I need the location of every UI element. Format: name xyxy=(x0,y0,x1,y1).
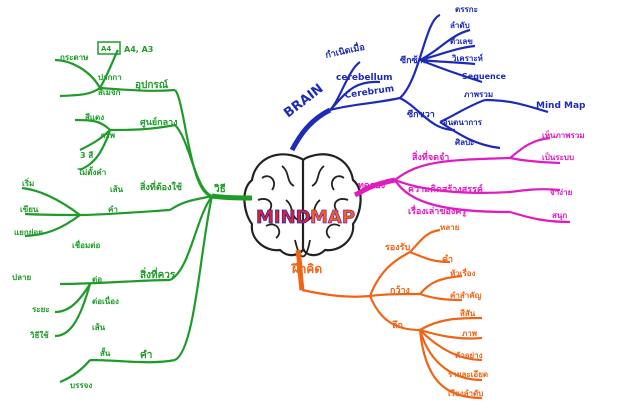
green-sub2-item-1: สีแดง xyxy=(85,112,104,122)
mind-map-title: MIND MAP xyxy=(256,207,356,229)
green-sub4-item-2: ต่อเนื่อง xyxy=(92,295,119,306)
pink-main: ทดลอง xyxy=(358,181,385,191)
green-branch xyxy=(21,49,253,384)
green-line-1 xyxy=(174,89,213,198)
title-left: MIND xyxy=(256,207,311,228)
green-sub1-item-3: สีเมจิก xyxy=(98,87,121,97)
orange-main: ฝึกคิด xyxy=(291,262,323,276)
pink-labels: ทดลอง สิ่งที่จดจำ ความคิดสร้างสรรค์ เรื่… xyxy=(358,129,585,221)
blue-left-item-2: ลำดับ xyxy=(450,21,470,30)
orange-spine xyxy=(301,288,371,298)
pink-right-2: เป็นระบบ xyxy=(542,151,574,162)
paper-size-text: A4, A3 xyxy=(124,45,153,54)
pink-right-3: จำง่าย xyxy=(550,188,573,197)
blue-overview: ภาพรวม xyxy=(464,90,493,99)
orange-sub1-item-2: คำ xyxy=(442,254,453,265)
green-main: วิธี xyxy=(214,183,226,195)
pink-right-1: เห็นภาพรวม xyxy=(542,129,585,140)
green-sub4-item-1: ต่อ xyxy=(92,275,102,284)
blue-left-item-3: ตัวเลข xyxy=(450,37,473,46)
blue-branch xyxy=(289,13,549,152)
blue-line-3 xyxy=(329,96,401,112)
green-sub2: ศูนย์กลาง xyxy=(140,116,178,128)
orange-sub2: กว้าง xyxy=(390,285,410,296)
orange-sub3: ลึก xyxy=(392,320,403,331)
pink-item-2: ความคิดสร้างสรรค์ xyxy=(408,183,483,195)
orange-sub3-item-2: ภาพ xyxy=(462,329,477,338)
orange-line-2 xyxy=(369,292,421,298)
pink-line-2 xyxy=(394,178,511,194)
green-sub3-item-1: เส้น xyxy=(110,184,124,194)
green-sub2-item-4: ไม่ตั้งคำ xyxy=(77,166,106,177)
blue-right-item-2: ศิลปะ xyxy=(455,138,474,147)
green-sub4-item-3: เส้น xyxy=(92,322,106,332)
green-sub2-item-2: ภาพ xyxy=(100,131,115,140)
green-line-5 xyxy=(174,195,214,361)
green-sub5-item-1: สั้น xyxy=(100,347,111,358)
orange-sub1: รองรับ xyxy=(385,242,410,253)
green-sub3-item-3: เชื่อมต่อ xyxy=(72,239,100,250)
orange-main-connector xyxy=(295,249,305,291)
title-right: MAP xyxy=(310,207,355,228)
blue-right-hemisphere: ซีกขวา xyxy=(407,109,435,120)
orange-line-1 xyxy=(368,251,411,297)
green-sub2-item-3: 3 สี xyxy=(80,150,93,160)
blue-line-left xyxy=(399,13,441,99)
orange-sub3-item-1: สีสัน xyxy=(460,308,476,318)
green-sub3-left-3: แยกย่อย xyxy=(14,228,43,237)
green-main-connector xyxy=(211,193,253,201)
green-labels: วิธี A4 A4, A3 อุปกรณ์ กระดาษ ปากกา สีเม… xyxy=(12,41,226,390)
blue-left-item-4: วิเคราะห์ xyxy=(451,53,482,63)
green-sub1: อุปกรณ์ xyxy=(135,79,169,91)
green-sub3-left-1: เริ่ม xyxy=(22,177,34,188)
orange-branch xyxy=(295,228,483,400)
paper-size-box xyxy=(97,41,121,55)
blue-line-right xyxy=(399,97,456,132)
blue-sub3: Cerebrum xyxy=(344,84,395,101)
blue-labels: BRAIN กำเนิดเมื่อ cerebellum Cerebrum ซี… xyxy=(281,5,586,147)
green-sub1-item-2: ปากกา xyxy=(98,73,122,82)
pink-line-1 xyxy=(394,156,511,181)
green-sub5-item-2: บรรจง xyxy=(70,381,92,390)
green-sub5: คำ xyxy=(140,349,152,361)
pink-item-1: สิ่งที่จดจำ xyxy=(411,150,449,163)
blue-sub2: cerebellum xyxy=(336,73,392,83)
orange-sub1-item-1: หลาย xyxy=(440,223,460,232)
pink-main-connector xyxy=(353,177,396,198)
brain-icon xyxy=(243,153,362,258)
green-sub3-item-2: คำ xyxy=(108,205,118,214)
orange-sub3-item-3: ตัวอย่าง xyxy=(455,351,483,360)
orange-line-3 xyxy=(368,295,421,332)
pink-item-3: เรื่องเล่าของครู xyxy=(408,204,466,217)
blue-mindmap: Mind Map xyxy=(536,101,586,111)
blue-right-item-1: จินตนาการ xyxy=(443,118,483,127)
green-sub3: สิ่งที่ต้องใช้ xyxy=(139,180,181,193)
blue-left-item-1: ตรรกะ xyxy=(455,5,478,14)
green-sub4: สิ่งที่ควร xyxy=(140,267,176,281)
blue-main-connector xyxy=(289,107,332,152)
green-sub4-left-1: ปลาย xyxy=(12,273,31,282)
green-sub3-left-2: เขียน xyxy=(20,204,39,214)
green-sub4-left-3: วิธีใช้ xyxy=(29,330,49,340)
blue-line-2 xyxy=(329,80,381,111)
green-sub1-item-1: กระดาษ xyxy=(60,53,89,62)
pink-branch xyxy=(353,136,571,224)
green-line-3 xyxy=(169,194,213,211)
blue-left-item-5: Sequence xyxy=(462,72,506,81)
pink-line-3 xyxy=(394,179,511,214)
green-line-2 xyxy=(174,124,213,198)
paper-size-box-label: A4 xyxy=(101,45,111,53)
orange-labels: ฝึกคิด รองรับ หลาย คำ กว้าง หัวเรื่อง คำ… xyxy=(291,223,488,398)
orange-sub3-item-5: เรียงลำดับ xyxy=(448,388,483,398)
blue-sub1: กำเนิดเมื่อ xyxy=(324,40,366,61)
pink-right-4: สนุก xyxy=(552,211,567,221)
orange-sub3-item-4: รายละเอียด xyxy=(448,369,488,379)
green-line-4 xyxy=(169,195,213,281)
orange-sub2-item-2: คำสำคัญ xyxy=(450,291,482,301)
blue-left-hemisphere: ซีกซ้าย xyxy=(400,55,428,66)
orange-sub2-item-1: หัวเรื่อง xyxy=(450,267,476,278)
green-sub4-left-2: ระยะ xyxy=(32,305,50,314)
